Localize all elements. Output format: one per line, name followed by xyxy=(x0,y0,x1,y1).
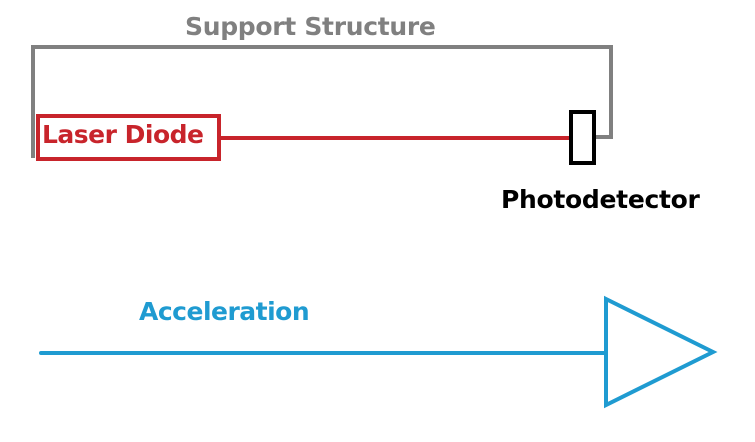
acceleration-label: Acceleration xyxy=(139,297,310,326)
laser-diode-box xyxy=(36,114,221,161)
acceleration-arrow-head xyxy=(604,295,718,409)
photodetector-box xyxy=(569,110,596,165)
support-structure-frame xyxy=(31,45,613,158)
support-structure-label: Support Structure xyxy=(185,12,436,41)
laser-diode-label: Laser Diode xyxy=(42,120,204,149)
photodetector-label: Photodetector xyxy=(501,185,700,214)
